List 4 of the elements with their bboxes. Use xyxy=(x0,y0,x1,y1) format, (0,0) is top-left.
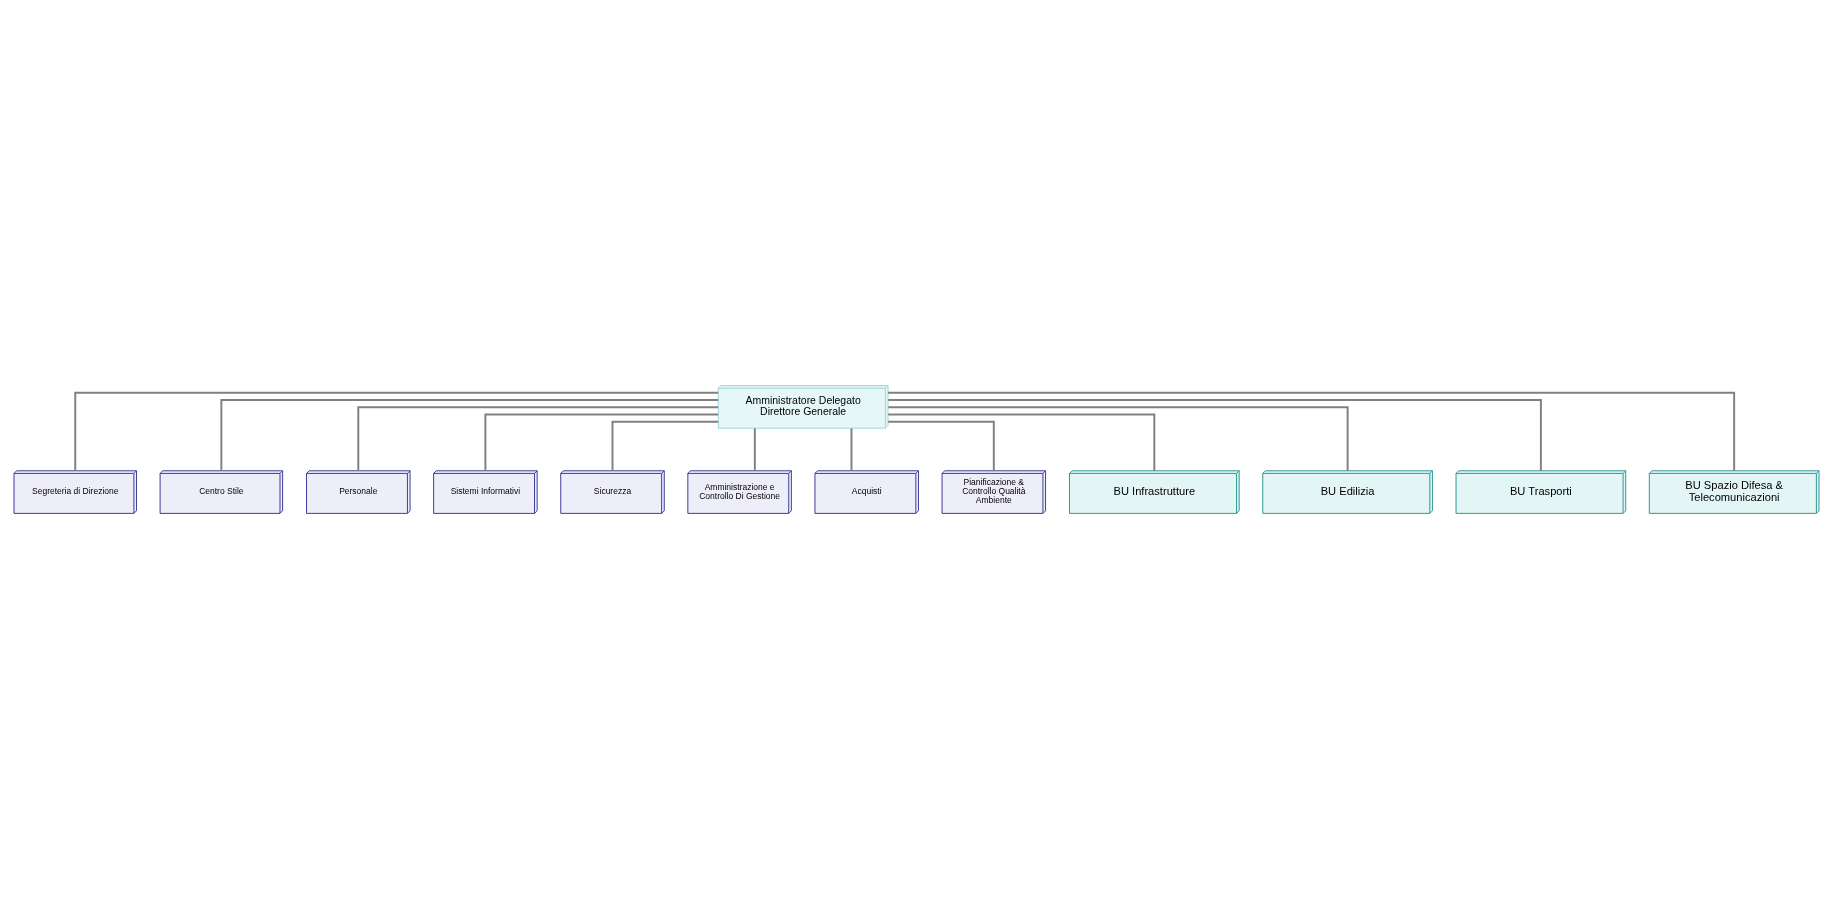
connector xyxy=(850,426,852,472)
connector xyxy=(753,426,756,472)
connector xyxy=(886,420,995,472)
connector xyxy=(886,412,1155,472)
